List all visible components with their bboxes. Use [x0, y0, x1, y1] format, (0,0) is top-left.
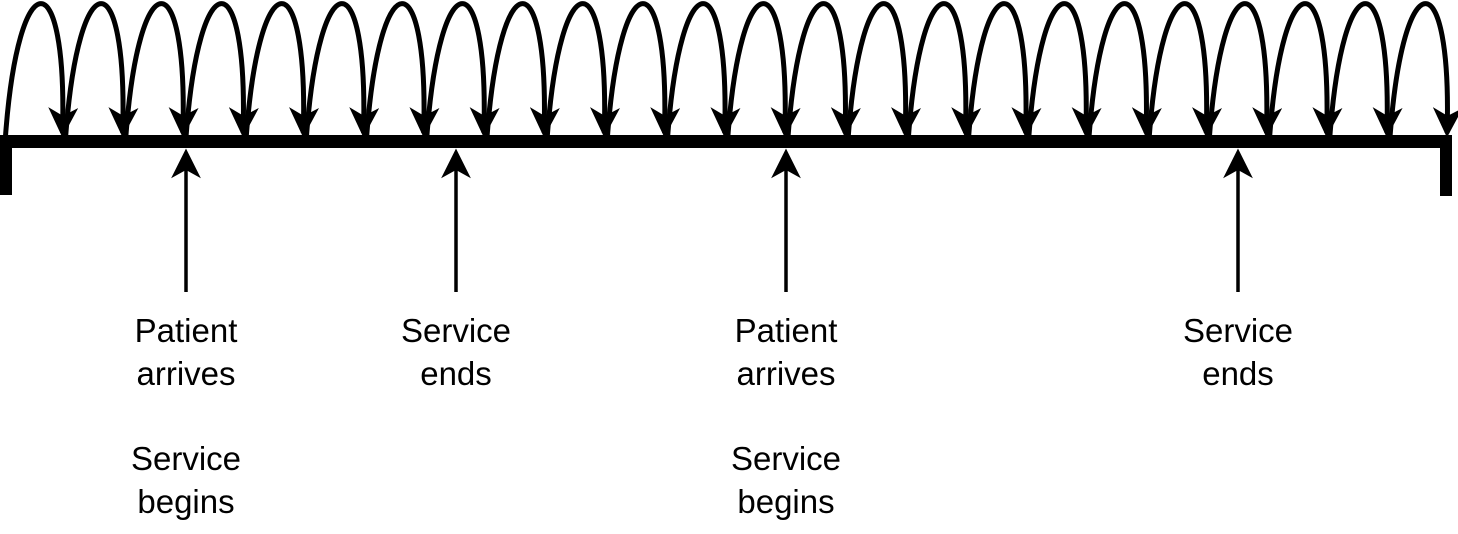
arrival-arc	[725, 1, 801, 138]
arrival-arc	[484, 1, 560, 138]
arrival-arc	[1086, 1, 1162, 138]
arrival-arc	[544, 1, 621, 138]
arrival-arc	[665, 1, 741, 138]
arrival-arc	[364, 1, 440, 138]
arrival-arc	[1387, 1, 1458, 138]
event-label-patient-arrives-1: Patient arrives	[134, 312, 238, 392]
arrival-arc	[845, 1, 922, 138]
arrival-arc	[966, 1, 1042, 138]
timeline-right-cap	[1440, 135, 1452, 196]
arrival-arc	[424, 1, 500, 138]
arrival-arc	[605, 1, 681, 138]
arrival-arc	[3, 1, 79, 138]
arrival-arc	[243, 1, 320, 138]
arrival-arc	[1267, 1, 1343, 138]
arrival-arc	[906, 1, 982, 138]
arrival-arc	[1327, 1, 1403, 138]
event-arrows-group	[171, 148, 1253, 292]
arrival-arcs-group	[3, 1, 1458, 138]
arrival-arc	[1026, 1, 1102, 138]
event-label-service-begins-2: Service begins	[730, 440, 842, 520]
event-label-patient-arrives-2: Patient arrives	[734, 312, 838, 392]
arrival-arc	[1146, 1, 1223, 138]
arrival-arc	[785, 1, 861, 138]
arrival-arc	[183, 1, 259, 138]
event-label-service-ends-2: Service ends	[1182, 312, 1294, 392]
arrival-arc	[304, 1, 380, 138]
event-label-service-begins-1: Service begins	[130, 440, 242, 520]
timeline-left-cap	[0, 135, 12, 195]
timeline-bar	[0, 135, 1452, 148]
event-label-service-ends-1: Service ends	[400, 312, 512, 392]
arrival-arc	[123, 1, 199, 138]
arrival-arc	[1207, 1, 1283, 138]
arrival-arc	[63, 1, 139, 138]
